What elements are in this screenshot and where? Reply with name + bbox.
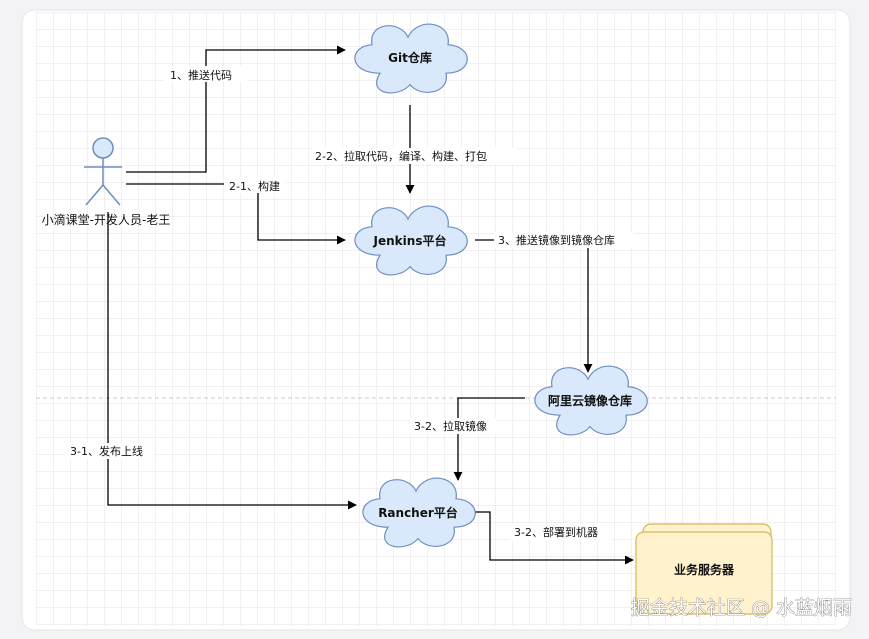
edge-label-deploy: 3-2、部署到机器 [514,525,598,539]
edge-build [126,183,346,245]
edge-label-release: 3-1、发布上线 [70,444,143,458]
person-icon [84,137,122,206]
node-git-label: Git仓库 [388,50,432,65]
edge-release [107,212,357,510]
edge-label-build: 2-1、构建 [229,179,280,193]
node-rancher: Rancher平台 [362,477,476,548]
node-server-label: 业务服务器 [674,562,735,577]
edge-deploy [468,511,634,565]
edge-label-push-code: 1、推送代码 [170,68,232,82]
node-aliyun: 阿里云镜像仓库 [534,365,648,436]
node-jenkins: Jenkins平台 [354,205,468,276]
node-server: 业务服务器 [635,523,773,615]
edge-label-push-image: 3、推送镜像到镜像仓库 [498,233,615,247]
edge-push-code [126,45,346,173]
node-git: Git仓库 [354,23,468,94]
node-rancher-label: Rancher平台 [378,505,458,520]
edge-label-pull-compile: 2-2、拉取代码，编译、构建、打包 [315,149,487,163]
watermark: 掘金技术社区 @ 水蓝烟雨 [631,597,852,619]
actor-label: 小滴课堂-开发人员-老王 [42,212,171,227]
edge-pull-image [453,397,525,481]
edge-label-pull-image: 3-2、拉取镜像 [414,419,487,433]
node-jenkins-label: Jenkins平台 [373,233,447,248]
node-aliyun-label: 阿里云镜像仓库 [548,393,632,408]
